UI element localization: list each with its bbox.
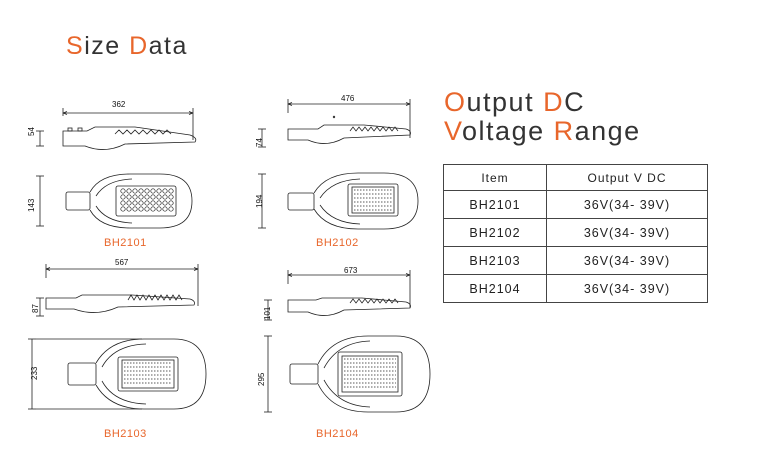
bh2101-height-label: 54 <box>27 127 36 136</box>
table-cell-model: BH2104 <box>443 274 547 303</box>
bh2104-width-label: 295 <box>257 372 266 386</box>
table-cell-model: BH2103 <box>443 246 547 275</box>
output-title-line-1: Output DC <box>444 88 641 117</box>
output-title-word-utput: utput <box>466 87 544 117</box>
table-header-row: Item Output V DC <box>443 164 708 191</box>
bh2103-caption: BH2103 <box>104 428 147 440</box>
bh2101-top-drawing <box>36 173 193 229</box>
bh2101-width-label: 143 <box>27 198 36 212</box>
bh2102-height-label: 74 <box>255 138 264 147</box>
table-row: BH2101 36V(34- 39V) <box>443 190 708 219</box>
table-row: BH2104 36V(34- 39V) <box>443 274 708 303</box>
bh2104-top-drawing <box>264 335 431 413</box>
bh2101-length-label: 362 <box>112 100 126 109</box>
size-data-title: Size Data <box>66 34 188 59</box>
bh2103-width-label: 233 <box>30 366 39 380</box>
table-cell-model: BH2101 <box>443 190 547 219</box>
output-voltage-table: Item Output V DC BH2101 36V(34- 39V) BH2… <box>443 164 708 303</box>
size-title-part-2: ata <box>148 32 188 60</box>
table-row: BH2102 36V(34- 39V) <box>443 218 708 247</box>
bh2104-length-label: 673 <box>344 266 358 275</box>
bh2103-height-label: 87 <box>31 304 40 313</box>
table-header-output: Output V DC <box>546 164 708 191</box>
bh2101-side-drawing <box>36 108 197 150</box>
table-header-item: Item <box>443 164 547 191</box>
bh2103-side-drawing <box>36 264 199 317</box>
table-cell-model: BH2102 <box>443 218 547 247</box>
output-title-word-ange: ange <box>574 116 641 146</box>
bh2104-side-drawing <box>264 270 411 321</box>
output-title-letter-o: O <box>444 87 467 117</box>
bh2103-length-label: 567 <box>115 258 129 267</box>
bh2102-length-label: 476 <box>341 94 355 103</box>
table-cell-voltage: 36V(34- 39V) <box>546 246 708 275</box>
output-title-letter-c: C <box>564 87 586 117</box>
table-cell-voltage: 36V(34- 39V) <box>546 190 708 219</box>
bh2102-caption: BH2102 <box>316 237 359 249</box>
size-title-letter-s: S <box>66 32 85 60</box>
size-title-part-1: ize <box>84 32 130 60</box>
output-title-line-2: Voltage Range <box>444 117 641 146</box>
table-row: BH2103 36V(34- 39V) <box>443 246 708 275</box>
bh2101-caption: BH2101 <box>104 237 147 249</box>
bh2103-top-drawing <box>28 338 207 410</box>
output-title-word-oltage: oltage <box>462 116 554 146</box>
table-cell-voltage: 36V(34- 39V) <box>546 274 708 303</box>
bh2102-top-drawing <box>258 172 419 230</box>
bh2104-height-label: 101 <box>263 306 272 320</box>
bh2102-side-drawing <box>258 99 411 148</box>
bh2102-width-label: 194 <box>255 194 264 208</box>
bh2104-caption: BH2104 <box>316 428 359 440</box>
output-title-letter-r: R <box>553 116 575 146</box>
output-title-letter-v: V <box>444 116 463 146</box>
size-title-letter-d: D <box>129 32 149 60</box>
output-voltage-title: Output DC Voltage Range <box>444 88 641 146</box>
output-title-letter-d: D <box>543 87 565 117</box>
table-cell-voltage: 36V(34- 39V) <box>546 218 708 247</box>
